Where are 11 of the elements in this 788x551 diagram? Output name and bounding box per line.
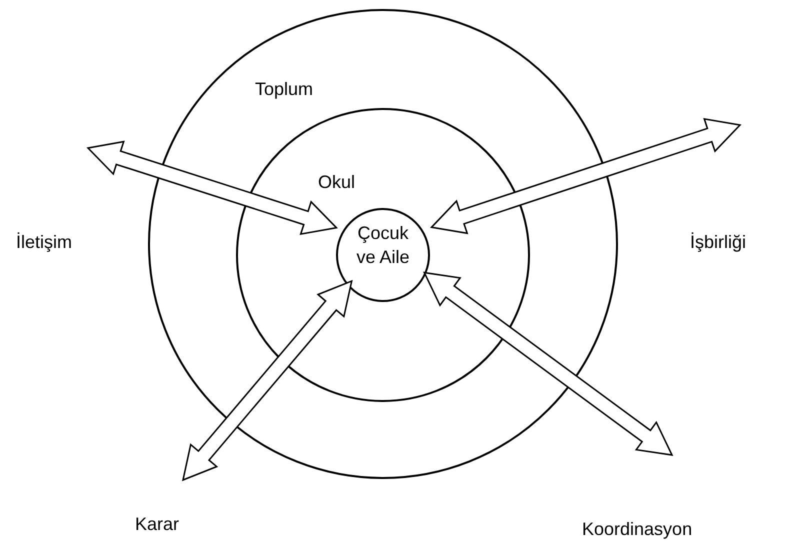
double-arrow xyxy=(430,118,742,234)
double-arrow xyxy=(182,280,353,482)
double-arrow xyxy=(86,140,338,236)
arrow-label: İletişim xyxy=(16,232,72,253)
circle-label: Okul xyxy=(318,172,356,193)
circle-label: Toplum xyxy=(255,79,314,100)
arrow-label: Koordinasyon xyxy=(582,519,692,540)
arrow-label: Karar xyxy=(135,514,180,535)
circle-label: Çocuk ve Aile xyxy=(355,222,411,269)
arrow-label: İşbirliği xyxy=(690,232,746,253)
double-arrow xyxy=(423,272,674,456)
